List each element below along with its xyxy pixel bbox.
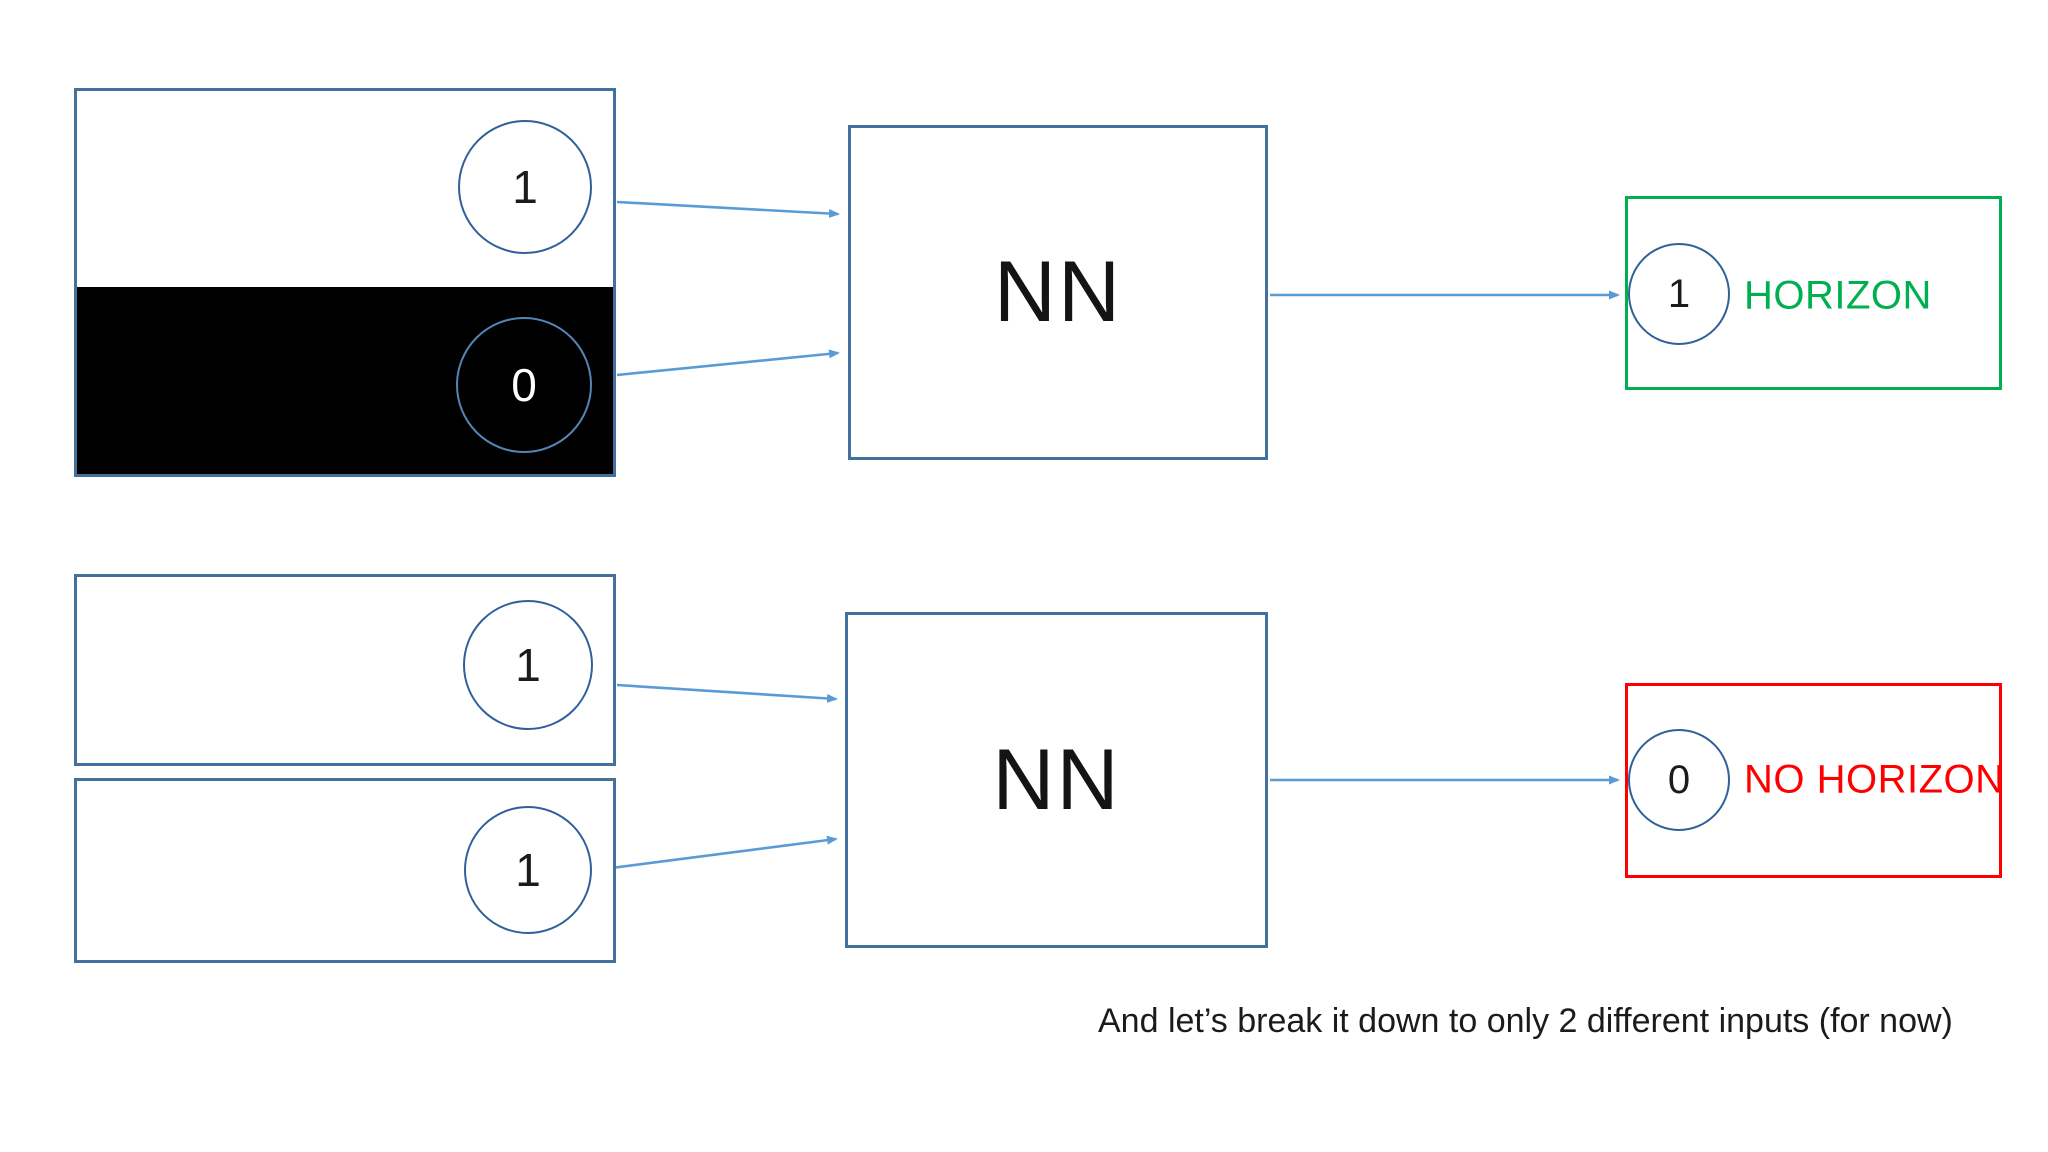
- arrow-top-input0-to-nn: [616, 349, 840, 377]
- output-node-horizon-value: 1: [1667, 272, 1691, 316]
- output-label-no-horizon: NO HORIZON: [1744, 757, 2005, 802]
- input-node-top-black: 0: [456, 317, 592, 453]
- nn-box-bottom: NN: [845, 612, 1268, 948]
- arrow-bottom-input1b-to-nn: [595, 835, 838, 872]
- input-node-bottom-lower-value: 1: [515, 844, 541, 896]
- output-node-horizon: 1: [1628, 243, 1730, 345]
- input-node-top-black-value: 0: [511, 359, 537, 411]
- arrow-top-input1-to-nn: [616, 200, 840, 219]
- nn-label-top: NN: [993, 244, 1123, 340]
- output-node-no-horizon: 0: [1628, 729, 1730, 831]
- arrow-bottom-input1a-to-nn: [616, 683, 838, 703]
- input-node-bottom-upper-value: 1: [515, 639, 541, 691]
- output-label-horizon: HORIZON: [1744, 273, 1932, 318]
- output-node-no-horizon-value: 0: [1667, 758, 1691, 802]
- nn-box-top: NN: [848, 125, 1268, 460]
- input-node-top-white: 1: [458, 120, 592, 254]
- nn-label-bottom: NN: [992, 731, 1121, 828]
- input-node-top-white-value: 1: [512, 161, 538, 213]
- slide-caption: And let’s break it down to only 2 differ…: [1098, 1002, 1953, 1040]
- input-node-bottom-lower: 1: [464, 806, 592, 934]
- input-node-bottom-upper: 1: [463, 600, 593, 730]
